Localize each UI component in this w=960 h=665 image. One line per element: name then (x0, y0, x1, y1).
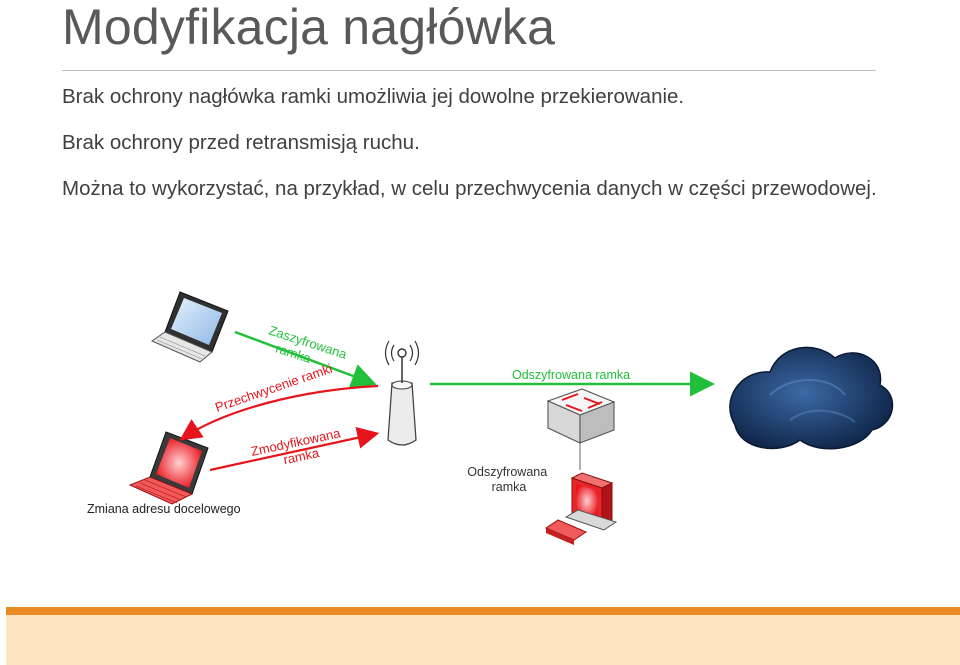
footer-band (6, 607, 960, 665)
label-decrypted-frame-bottom-line2: ramka (492, 480, 527, 494)
switch-icon (548, 389, 614, 443)
access-point-icon (386, 341, 419, 445)
cloud-icon (730, 347, 893, 448)
frame-interception-arrow (183, 386, 378, 438)
label-address-change: Zmiana adresu docelowego (87, 502, 241, 516)
label-decrypted-frame-bottom: Odszyfrowana ramka (467, 465, 550, 494)
label-frame-interception: Przechwycenie ramki (213, 361, 334, 415)
workstation-icon (546, 473, 616, 545)
label-modified-frame: Zmodyfikowana ramka (250, 425, 349, 474)
footer-stripe (6, 607, 960, 615)
label-decrypted-frame-bottom-line1: Odszyfrowana (467, 465, 547, 479)
laptop-icon (152, 292, 228, 362)
attacker-laptop-icon (130, 432, 208, 504)
footer-background (6, 615, 960, 665)
label-decrypted-frame-right: Odszyfrowana ramka (512, 368, 630, 382)
